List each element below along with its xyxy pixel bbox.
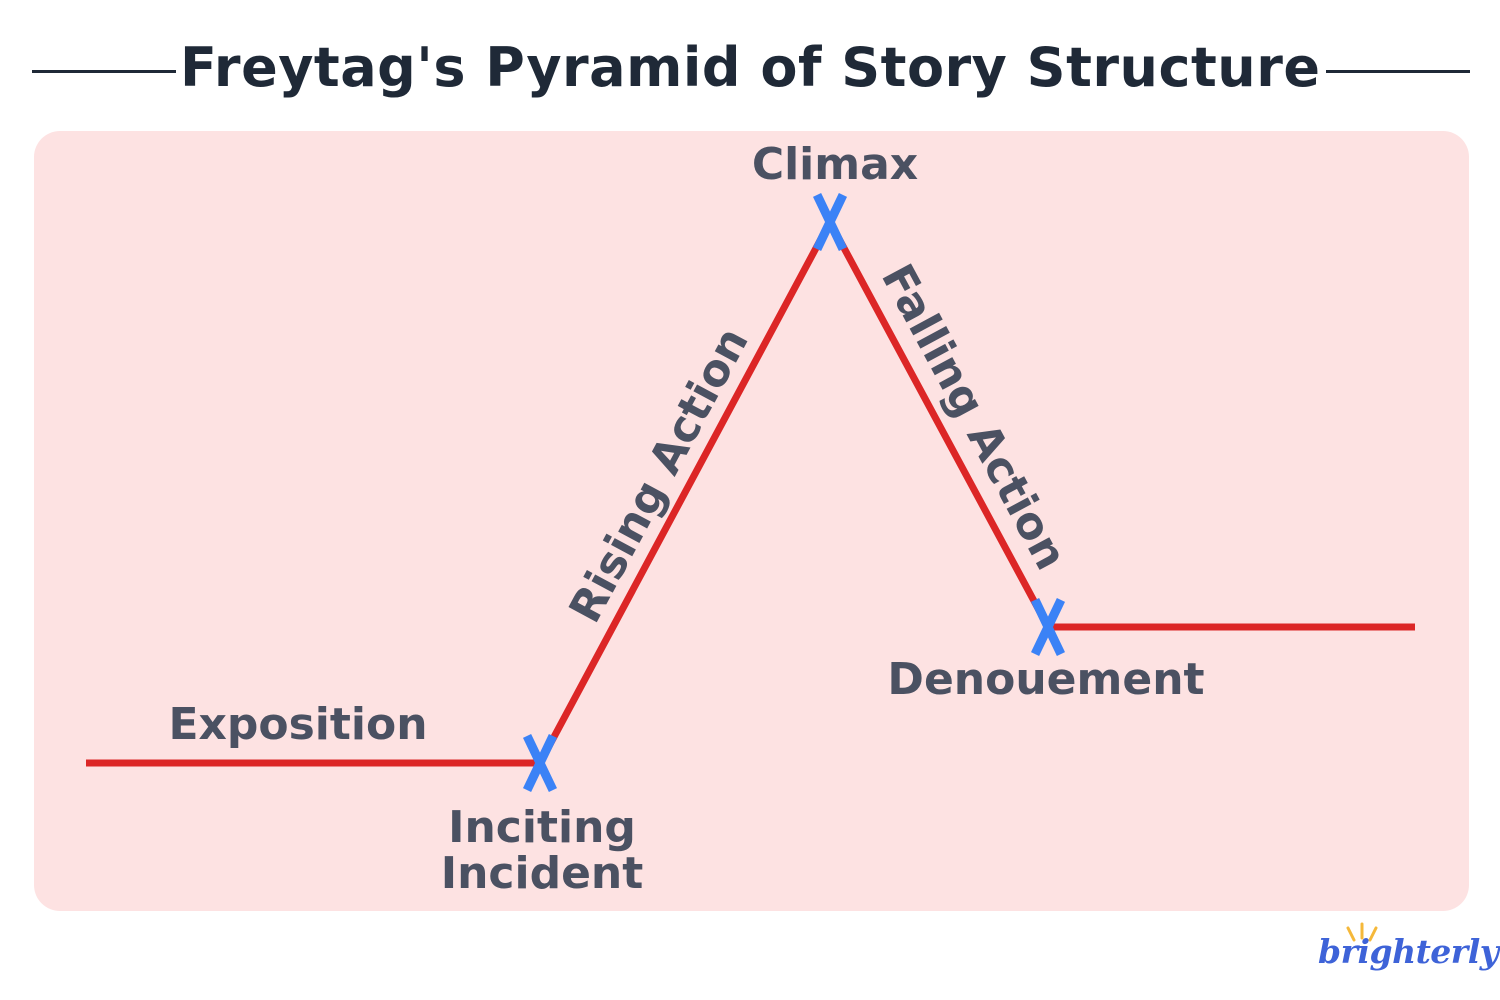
logo-wordmark: brighterly bbox=[1318, 932, 1499, 971]
brighterly-logo: brighterly bbox=[1318, 922, 1499, 982]
rising-action-label: Rising Action bbox=[560, 319, 759, 631]
denouement-label: Denouement bbox=[887, 654, 1204, 705]
story-arc-line bbox=[86, 214, 1415, 767]
inciting-incident-label-line1: Inciting bbox=[448, 802, 636, 853]
climax-label: Climax bbox=[752, 139, 918, 190]
inciting-incident-marker bbox=[522, 733, 558, 793]
sun-icon bbox=[1346, 922, 1378, 942]
page-title: Freytag's Pyramid of Story Structure bbox=[180, 36, 1321, 99]
exposition-label: Exposition bbox=[168, 699, 427, 750]
climax-marker bbox=[812, 192, 848, 252]
diagram-panel bbox=[34, 131, 1469, 911]
falling-action-label: Falling Action bbox=[871, 256, 1076, 578]
title-rule-left bbox=[32, 70, 176, 73]
denouement-marker bbox=[1030, 597, 1066, 657]
inciting-incident-label-line2: Incident bbox=[441, 848, 644, 899]
title-rule-right bbox=[1326, 70, 1470, 73]
